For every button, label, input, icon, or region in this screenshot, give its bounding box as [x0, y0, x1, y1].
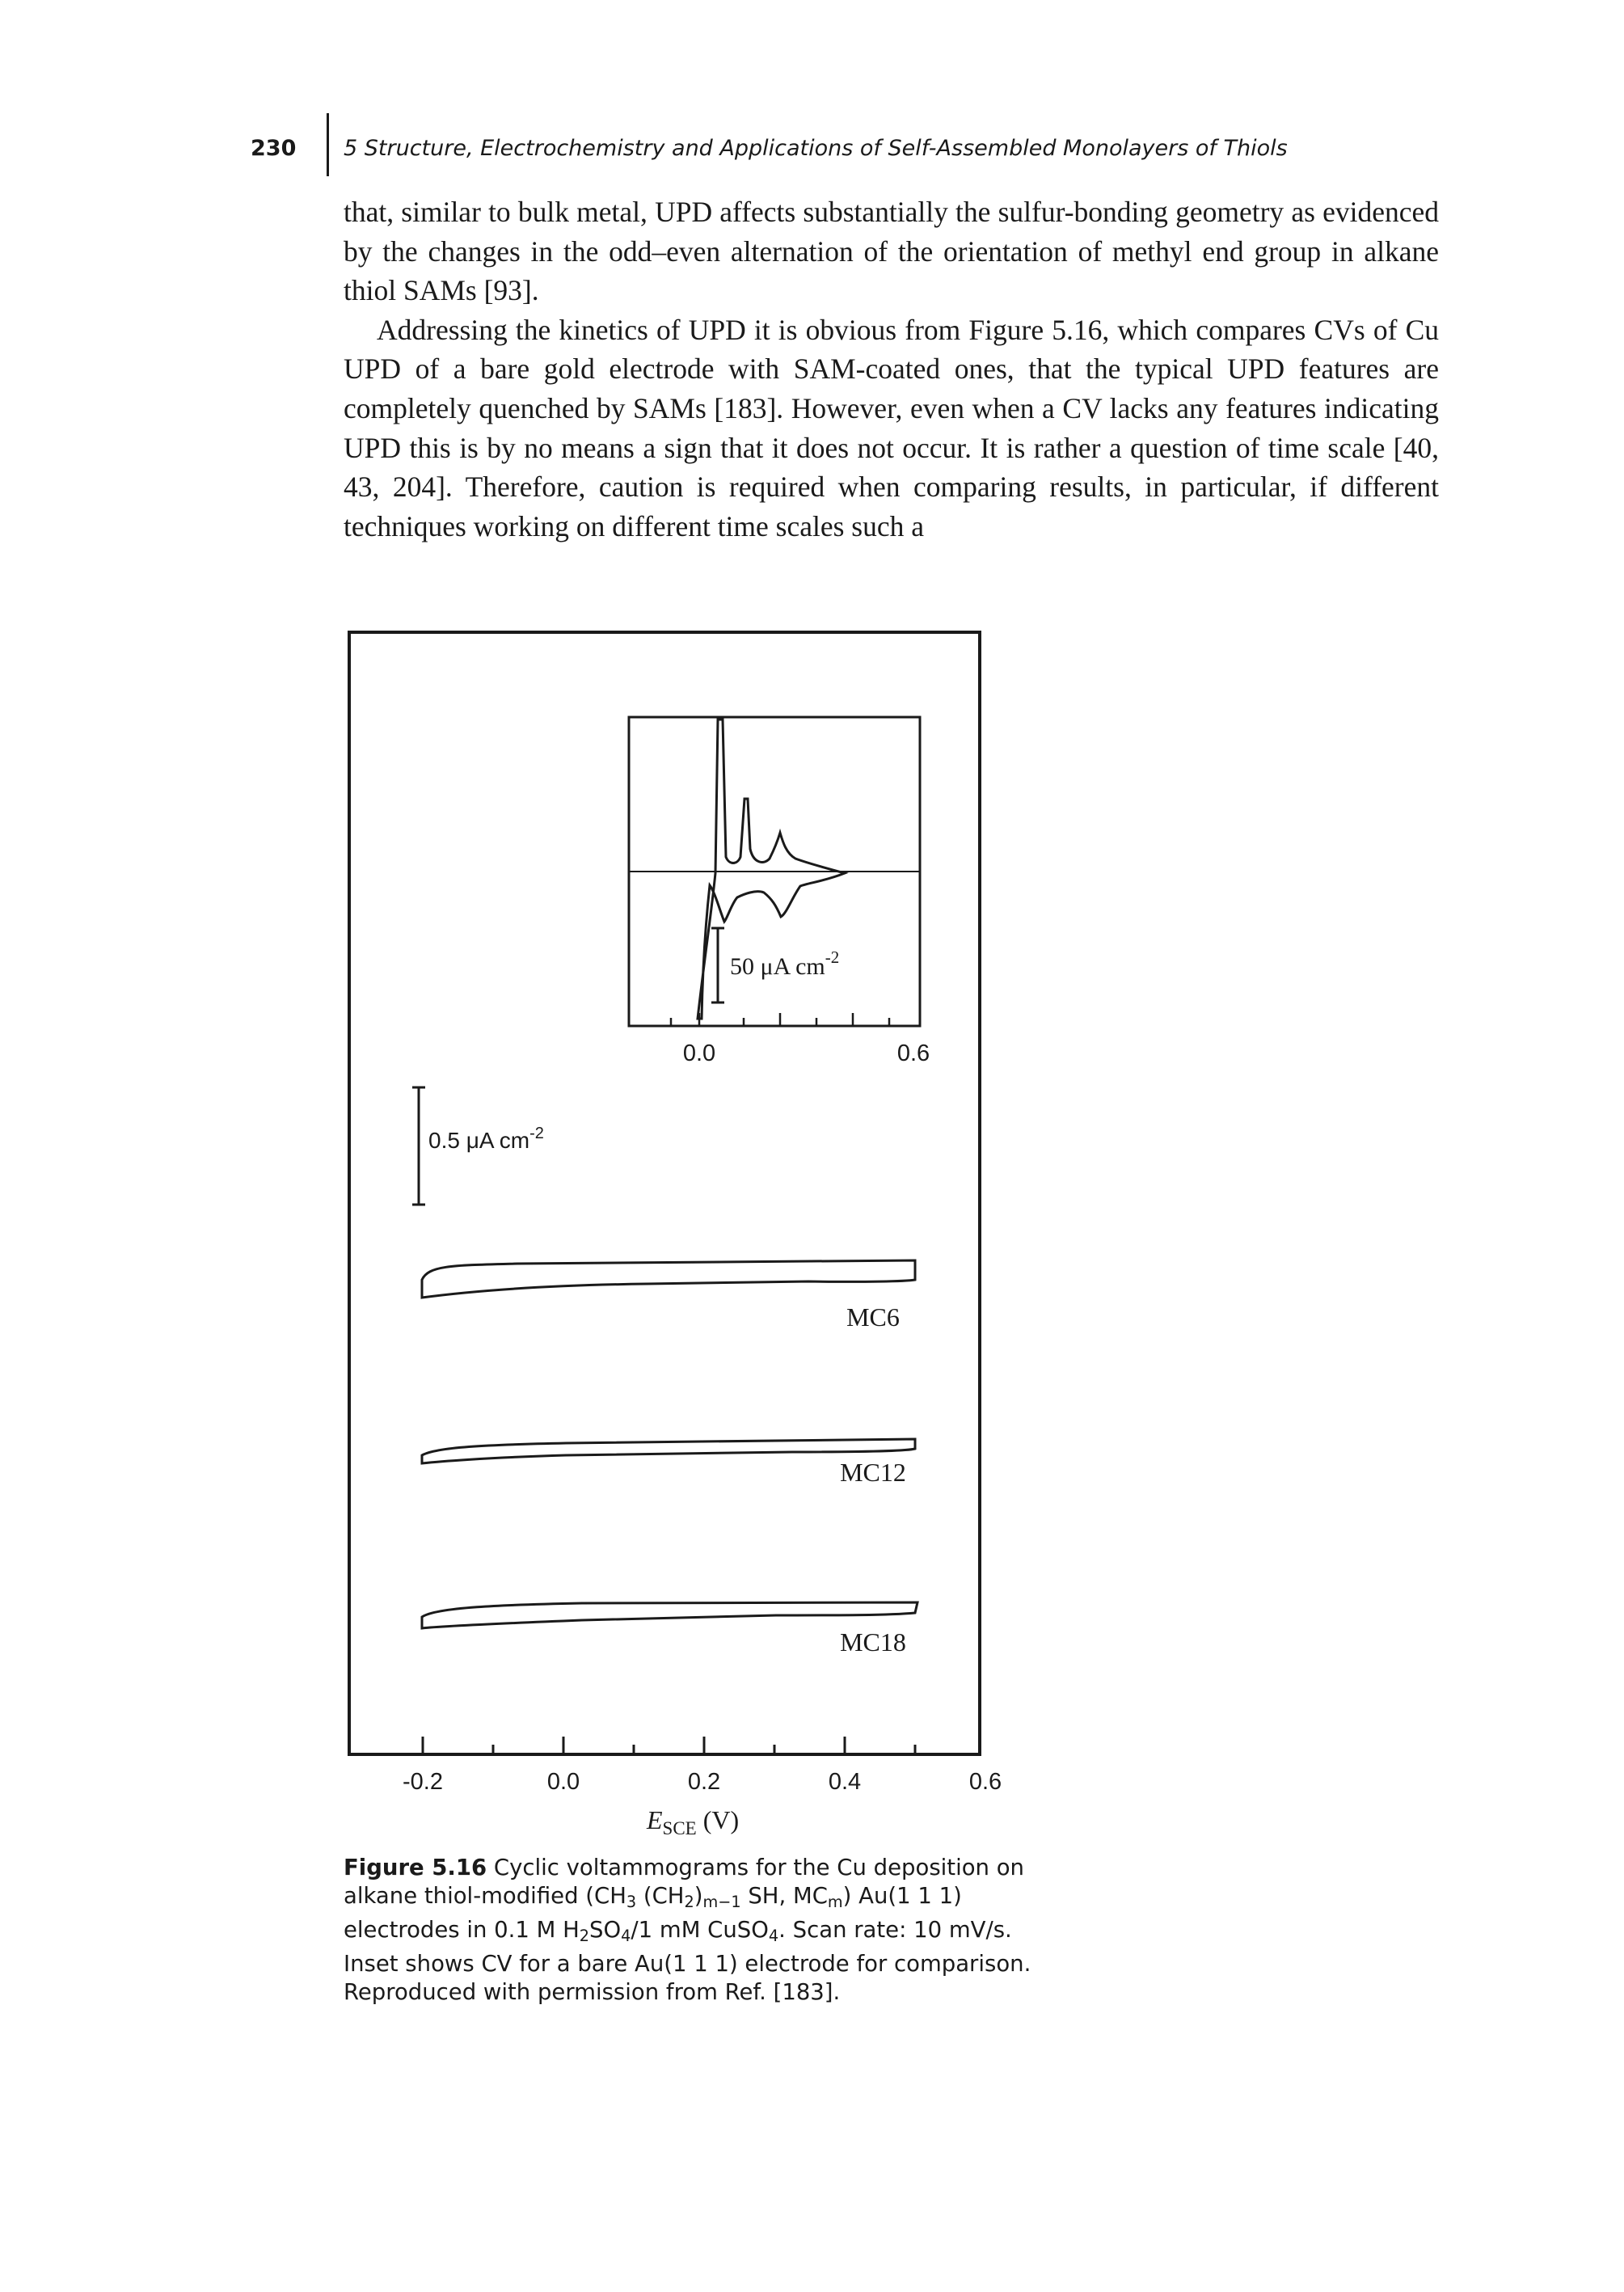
running-title: 5 Structure, Electrochemistry and Applic… — [344, 136, 1288, 161]
caption-line-2: alkane thiol-modified (CH3 (CH2)m−1 SH, … — [344, 1882, 1071, 1916]
figure-caption: Figure 5.16 Cyclic voltammograms for the… — [344, 1854, 1071, 2006]
main-scale-bar — [412, 1086, 425, 1206]
curve-mc18 — [420, 1601, 919, 1630]
page-number: 230 — [251, 136, 297, 161]
inset-scale-bar — [711, 927, 724, 1004]
caption-line-4: Inset shows CV for a bare Au(1 1 1) elec… — [344, 1951, 1031, 1978]
caption-text: SH, MC — [740, 1882, 828, 1909]
x-tick-label: -0.2 — [403, 1769, 443, 1795]
main-plot-frame — [348, 631, 981, 1756]
caption-subscript: 4 — [621, 1926, 631, 1945]
inset-frame — [627, 715, 922, 1028]
caption-text: /1 mM CuSO — [631, 1916, 769, 1943]
x-axis-label: ESCE (V) — [646, 1805, 739, 1838]
caption-line-3: electrodes in 0.1 M H2SO4/1 mM CuSO4. Sc… — [344, 1916, 1071, 1950]
header-rule — [327, 113, 329, 176]
caption-text: alkane thiol-modified (CH — [344, 1882, 626, 1909]
curve-mc6 — [420, 1259, 917, 1299]
caption-text: (CH — [636, 1882, 685, 1909]
caption-subscript: 2 — [579, 1926, 590, 1945]
caption-text: ) — [694, 1882, 703, 1909]
curve-label-mc6: MC6 — [846, 1302, 900, 1332]
caption-text: electrodes in 0.1 M H — [344, 1916, 580, 1943]
x-tick-label: 0.6 — [969, 1769, 1002, 1795]
curve-label-mc18: MC18 — [840, 1627, 906, 1657]
curve-label-mc12: MC12 — [840, 1458, 906, 1487]
inset-scale-bar-text: 50 μA cm — [730, 953, 825, 980]
curve-mc12 — [420, 1437, 917, 1465]
paragraph-2: Addressing the kinetics of UPD it is obv… — [344, 313, 1439, 542]
inset-cv-curve — [696, 718, 849, 1020]
x-tick-labels: -0.2 0.0 0.2 0.4 0.6 — [403, 1769, 1002, 1795]
caption-text: SO — [589, 1916, 622, 1943]
caption-subscript: 2 — [684, 1892, 694, 1911]
inset-x-ticks — [669, 1013, 891, 1026]
inset-x-tick-label: 0.0 — [683, 1040, 715, 1066]
x-axis-ticks — [421, 1737, 917, 1754]
inset-scale-bar-label: 50 μA cm-2 — [730, 948, 839, 980]
main-scale-bar-exponent: -2 — [529, 1125, 544, 1142]
main-scale-bar-text: 0.5 μA cm — [428, 1128, 529, 1153]
caption-text: Cyclic voltammograms for the Cu depositi… — [493, 1855, 1024, 1880]
inset-plot: 50 μA cm-2 0.0 0.6 — [627, 715, 930, 1066]
body-text: that, similar to bulk metal, UPD affects… — [344, 192, 1439, 546]
caption-subscript: m — [827, 1892, 843, 1911]
x-tick-label: 0.4 — [829, 1769, 861, 1795]
main-scale-bar-label: 0.5 μA cm-2 — [428, 1125, 544, 1153]
caption-text: . Scan rate: 10 mV/s. — [778, 1916, 1012, 1943]
x-axis-label-unit: (V) — [697, 1805, 739, 1834]
inset-x-tick-label: 0.6 — [897, 1040, 930, 1066]
caption-text: ) Au(1 1 1) — [842, 1882, 962, 1909]
paragraph-1: that, similar to bulk metal, UPD affects… — [344, 196, 1439, 307]
inset-scale-bar-exponent: -2 — [825, 948, 840, 967]
x-axis-label-symbol: E — [646, 1805, 663, 1834]
caption-line-1: Figure 5.16 Cyclic voltammograms for the… — [344, 1854, 1071, 1882]
x-tick-label: 0.0 — [547, 1769, 580, 1795]
x-axis-label-subscript: SCE — [663, 1818, 697, 1838]
x-tick-label: 0.2 — [688, 1769, 720, 1795]
caption-subscript: 3 — [626, 1892, 637, 1911]
caption-subscript: 4 — [768, 1926, 779, 1945]
caption-figure-label: Figure 5.16 — [344, 1855, 487, 1880]
caption-line-5: Reproduced with permission from Ref. [18… — [344, 1978, 841, 2005]
caption-subscript: m−1 — [702, 1892, 741, 1911]
